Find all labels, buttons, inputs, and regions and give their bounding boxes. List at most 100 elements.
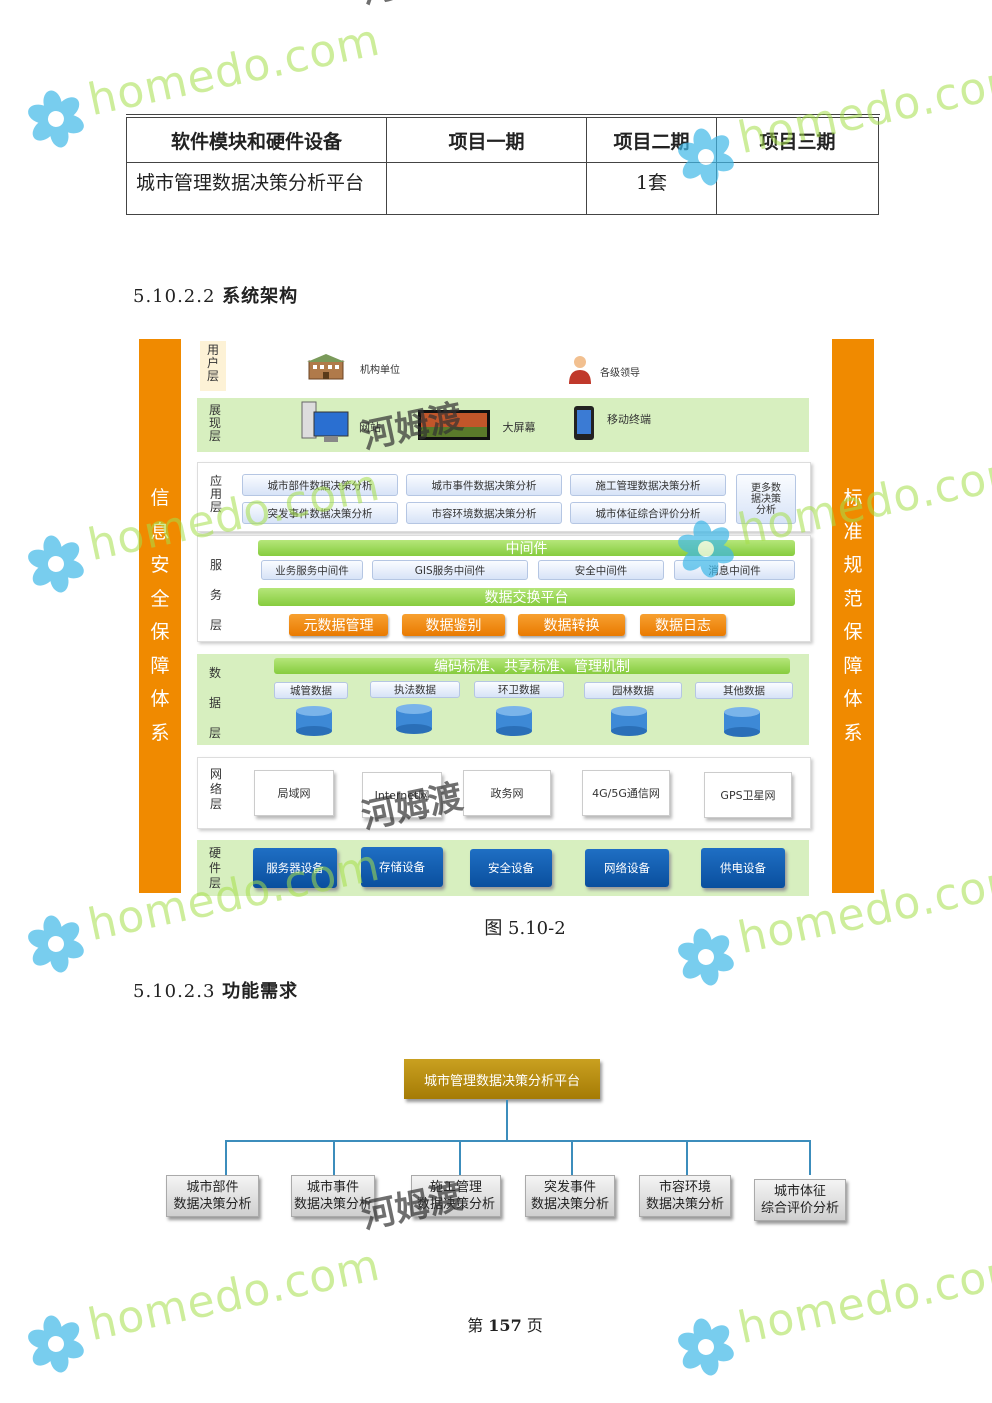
tree-connector	[225, 1140, 227, 1175]
tree-root: 城市管理数据决策分析平台	[404, 1059, 600, 1099]
exchange-platform-bar: 数据交换平台	[258, 588, 795, 606]
bar-char: 障	[843, 654, 863, 677]
header-phase3: 项目三期	[716, 117, 879, 163]
middleware-item: 业务服务中间件	[261, 560, 363, 580]
watermark: homedo.com	[650, 0, 992, 186]
application-layer: 应用层 城市部件数据决策分析 城市事件数据决策分析 施工管理数据决策分析 突发事…	[197, 462, 811, 532]
tree-connector	[459, 1140, 461, 1175]
bar-char: 保	[150, 621, 170, 643]
tree-leaf: 突发事件数据决策分析	[525, 1175, 615, 1217]
header-module: 软件模块和硬件设备	[126, 117, 387, 163]
data-layer-label: 数据层	[208, 666, 221, 740]
flower-logo-icon	[28, 535, 84, 593]
tree-leaf: 市容环境数据决策分析	[639, 1175, 731, 1217]
app-item: 施工管理数据决策分析	[570, 474, 726, 496]
page-number: 第 157 页	[0, 1312, 992, 1336]
tree-leaf: 城市体征综合评价分析	[754, 1179, 846, 1221]
hardware-item: 供电设备	[701, 848, 785, 888]
user-layer-label-bg	[200, 341, 226, 391]
tool-box: 元数据管理	[289, 614, 388, 636]
db-label: 执法数据	[370, 681, 460, 698]
building-icon	[307, 354, 345, 380]
tree-leaf: 城市部件数据决策分析	[166, 1175, 259, 1217]
db-label: 环卫数据	[474, 681, 564, 698]
mobile-icon	[574, 406, 594, 440]
app-item: 城市体征综合评价分析	[570, 502, 726, 524]
equipment-table: 软件模块和硬件设备 项目一期 项目二期 项目三期 城市管理数据决策分析平台 1套	[126, 117, 879, 215]
tree-connector	[809, 1140, 811, 1175]
network-layer: 网络层 局域网 Internet网 政务网 4G/5G通信网 GPS卫星网	[197, 757, 811, 829]
data-layer: 数据层 编码标准、共享标准、管理机制 城管数据 执法数据 环卫数据 园林数据 其…	[197, 654, 809, 745]
tool-box: 数据日志	[640, 614, 726, 636]
bar-char: 体	[150, 688, 170, 710]
display-item-bigscreen: 大屏幕	[502, 421, 536, 434]
database-icon	[724, 707, 760, 737]
table-row: 城市管理数据决策分析平台 1套	[126, 162, 879, 215]
middleware-bar: 中间件	[258, 540, 795, 557]
bar-char: 全	[150, 587, 170, 610]
page-prefix: 第	[467, 1316, 484, 1335]
standards-bar: 编码标准、共享标准、管理机制	[274, 658, 790, 675]
network-item: 4G/5G通信网	[582, 770, 670, 816]
leaf-line2: 数据决策分析	[645, 1197, 724, 1212]
user-item-leader: 各级领导	[600, 367, 640, 379]
bar-char: 规	[843, 554, 863, 576]
bar-char: 息	[150, 520, 170, 543]
leaf-line2: 数据决策分析	[416, 1197, 495, 1212]
user-layer: 用户层 机构单位 各级领导	[197, 339, 809, 391]
hardware-item: 安全设备	[470, 849, 552, 887]
section-number: 5.10.2.3	[133, 981, 216, 1002]
leaf-line1: 突发事件	[543, 1180, 596, 1195]
tree-leaf: 城市事件数据决策分析	[291, 1175, 375, 1217]
bar-char: 安	[150, 554, 170, 576]
bar-char: 范	[843, 587, 863, 610]
leaf-line1: 城市部件	[186, 1180, 239, 1195]
bar-char: 障	[150, 654, 170, 677]
tool-box: 数据鉴别	[402, 614, 505, 636]
table-top-rule	[126, 114, 880, 115]
bar-char: 系	[843, 721, 863, 744]
leaf-line1: 市容环境	[658, 1180, 711, 1195]
app-item-more: 更多数据决策分析	[736, 474, 796, 524]
watermark-cn: 河姆渡	[357, 0, 467, 13]
section-title: 系统架构	[222, 286, 299, 307]
hardware-item: 服务器设备	[253, 848, 337, 888]
bar-char: 标	[843, 487, 863, 509]
section-number: 5.10.2.2	[133, 286, 216, 307]
header-phase2: 项目二期	[586, 117, 717, 163]
cell-phase1	[386, 162, 587, 215]
tree-connector	[333, 1140, 335, 1175]
app-item: 城市事件数据决策分析	[406, 474, 562, 496]
leaf-line1: 城市体征	[773, 1184, 826, 1199]
page-suffix: 页	[526, 1316, 543, 1335]
display-layer: 展现层 网站 大屏幕 移动终端	[197, 398, 809, 452]
cell-module: 城市管理数据决策分析平台	[126, 162, 387, 215]
app-item: 市容环境数据决策分析	[406, 502, 562, 524]
table-header-row: 软件模块和硬件设备 项目一期 项目二期 项目三期	[126, 117, 879, 163]
bar-char: 准	[843, 520, 863, 543]
leaf-line2: 数据决策分析	[530, 1197, 609, 1212]
leaf-line1: 施工管理	[429, 1180, 482, 1195]
service-layer-label: 服务层	[209, 558, 222, 632]
service-layer: 服务层 中间件 业务服务中间件 GIS服务中间件 安全中间件 消息中间件 数据交…	[197, 535, 811, 642]
big-screen-icon	[418, 410, 490, 440]
hardware-item: 存储设备	[361, 847, 443, 887]
db-label: 园林数据	[584, 682, 682, 699]
computer-icon	[301, 401, 349, 442]
tree-connector	[686, 1140, 688, 1175]
display-item-website: 网站	[359, 421, 381, 434]
section-heading-architecture: 5.10.2.2 系统架构	[133, 282, 298, 308]
middleware-item: GIS服务中间件	[372, 560, 528, 580]
section-title: 功能需求	[222, 981, 299, 1002]
middleware-item: 安全中间件	[538, 560, 664, 580]
leaf-line1: 城市事件	[306, 1180, 359, 1195]
network-item: Internet网	[362, 772, 442, 818]
network-item: 局域网	[254, 770, 334, 816]
flower-logo-icon	[28, 90, 84, 148]
application-layer-label: 应用层	[209, 474, 222, 514]
db-label: 城管数据	[274, 682, 348, 699]
leader-icon	[569, 356, 591, 384]
tree-leaf: 施工管理数据决策分析	[411, 1175, 501, 1217]
database-icon	[611, 706, 647, 736]
